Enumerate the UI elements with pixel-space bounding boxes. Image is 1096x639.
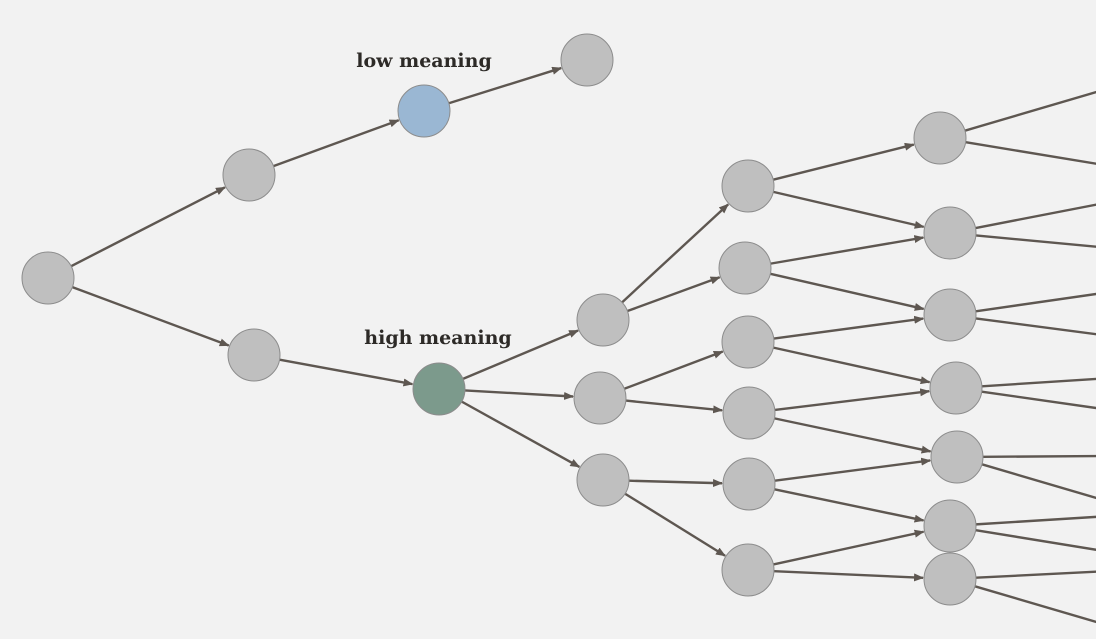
edge-d1-e1 bbox=[772, 142, 915, 181]
edge-b1-high bbox=[279, 358, 414, 387]
edge-e2-o4 bbox=[975, 234, 1096, 248]
edge-d3-e3 bbox=[773, 315, 925, 340]
node-d2 bbox=[718, 241, 772, 295]
edge-d4-e5 bbox=[774, 417, 932, 454]
edge-a1-low bbox=[273, 119, 400, 168]
edge-e7-o14 bbox=[974, 585, 1096, 624]
edge-e3-o5 bbox=[975, 292, 1096, 313]
edge-e1-o1 bbox=[964, 90, 1096, 132]
edge-low-a3 bbox=[448, 66, 563, 105]
edge-c1-d1 bbox=[621, 203, 729, 304]
node-e5 bbox=[930, 430, 984, 484]
node-e7 bbox=[923, 552, 977, 606]
low-meaning-node bbox=[397, 84, 451, 138]
edge-e7-o13 bbox=[975, 570, 1096, 579]
edge-e4-o8 bbox=[981, 390, 1096, 410]
edge-d2-e3 bbox=[770, 272, 925, 311]
edge-e2-o3 bbox=[975, 203, 1096, 230]
edge-d4-e4 bbox=[774, 388, 931, 412]
edge-d6-e6 bbox=[773, 529, 925, 566]
edge-c1-d2 bbox=[627, 276, 721, 313]
node-d6 bbox=[721, 543, 775, 597]
high-meaning-node bbox=[412, 362, 466, 416]
node-d4 bbox=[722, 386, 776, 440]
node-e6 bbox=[923, 499, 977, 553]
edge-d6-e7 bbox=[773, 569, 925, 582]
nodes-layer bbox=[21, 33, 984, 606]
node-c2 bbox=[573, 371, 627, 425]
node-e2 bbox=[923, 206, 977, 260]
high-meaning-label: high meaning bbox=[364, 327, 511, 349]
edge-e1-o2 bbox=[965, 141, 1096, 165]
edge-e6-o11 bbox=[975, 515, 1096, 526]
node-d5 bbox=[722, 457, 776, 511]
node-e3 bbox=[923, 288, 977, 342]
node-d1 bbox=[721, 159, 775, 213]
edge-e5-o9 bbox=[982, 454, 1096, 459]
edge-e6-o12 bbox=[975, 528, 1096, 551]
edge-d1-e2 bbox=[773, 190, 925, 229]
edge-root-b1 bbox=[71, 285, 230, 347]
edge-e4-o7 bbox=[981, 377, 1096, 388]
edge-c3-d5 bbox=[628, 479, 724, 488]
edge-c2-d4 bbox=[625, 399, 724, 414]
edge-e5-o10 bbox=[981, 463, 1096, 500]
low-meaning-label: low meaning bbox=[356, 50, 492, 72]
edge-e3-o6 bbox=[975, 317, 1096, 336]
edges-layer bbox=[70, 66, 1096, 624]
node-d3 bbox=[721, 315, 775, 369]
node-c1 bbox=[576, 293, 630, 347]
edge-high-c1 bbox=[462, 329, 580, 381]
edge-root-a1 bbox=[70, 186, 226, 268]
edge-high-c3 bbox=[461, 400, 581, 468]
node-a3 bbox=[560, 33, 614, 87]
node-b1 bbox=[227, 328, 281, 382]
edge-d5-e6 bbox=[774, 488, 925, 523]
node-c3 bbox=[576, 453, 630, 507]
edge-d2-e2 bbox=[770, 235, 925, 265]
edge-d5-e5 bbox=[774, 457, 932, 482]
node-a1 bbox=[222, 148, 276, 202]
edge-c3-d6 bbox=[624, 492, 726, 557]
node-e1 bbox=[913, 111, 967, 165]
edge-high-c2 bbox=[464, 389, 575, 400]
edge-d3-e4 bbox=[773, 346, 931, 385]
node-root bbox=[21, 251, 75, 305]
edge-c2-d3 bbox=[623, 350, 724, 390]
node-e4 bbox=[929, 361, 983, 415]
